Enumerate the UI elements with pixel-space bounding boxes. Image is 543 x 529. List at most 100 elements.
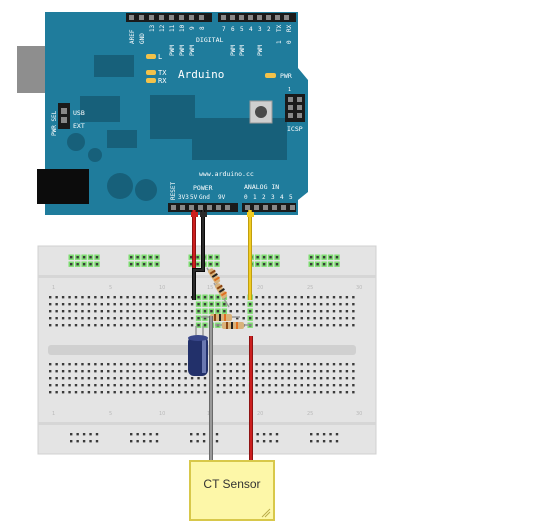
breadboard-hole bbox=[74, 377, 78, 380]
breadboard-hole bbox=[171, 324, 174, 327]
breadboard-hole bbox=[119, 296, 123, 299]
analog-pin-0: 0 bbox=[244, 194, 248, 201]
pin-label-4: 4 bbox=[249, 26, 253, 33]
breadboard-hole bbox=[307, 317, 310, 320]
breadboard-hole bbox=[275, 440, 279, 443]
breadboard-hole bbox=[313, 363, 316, 366]
breadboard-hole bbox=[255, 370, 258, 373]
power-header-label: POWER bbox=[193, 184, 213, 192]
breadboard-hole bbox=[74, 296, 78, 299]
breadboard-hole bbox=[319, 377, 323, 380]
electrolytic-capacitor[interactable] bbox=[188, 326, 208, 376]
breadboard-hole bbox=[68, 317, 71, 320]
breadboard-hole bbox=[49, 324, 52, 327]
board-region bbox=[80, 96, 120, 122]
breadboard-hole bbox=[94, 310, 97, 313]
analog-header[interactable] bbox=[242, 203, 296, 212]
breadboard-hole bbox=[76, 433, 79, 436]
breadboard-hole bbox=[326, 324, 329, 327]
breadboard-hole bbox=[94, 324, 97, 327]
breadboard-hole bbox=[223, 377, 226, 380]
breadboard-hole bbox=[269, 263, 272, 266]
breadboard-hole bbox=[262, 440, 266, 443]
breadboard-hole bbox=[329, 440, 332, 443]
resistor[interactable] bbox=[206, 267, 223, 293]
pin-label-8: 8 bbox=[199, 26, 206, 30]
breadboard-hole bbox=[119, 317, 123, 320]
digital-header-left[interactable] bbox=[126, 13, 212, 22]
breadboard-hole bbox=[310, 433, 313, 436]
breadboard-hole bbox=[319, 324, 323, 327]
breadboard-hole bbox=[294, 310, 297, 313]
breadboard-hole bbox=[281, 370, 284, 373]
breadboard-hole bbox=[184, 296, 187, 299]
breadboard-hole bbox=[139, 363, 142, 366]
breadboard-hole bbox=[345, 391, 349, 394]
breadboard-hole bbox=[223, 391, 226, 394]
breadboard-hole bbox=[255, 317, 258, 320]
icsp-pin-1-label: 1 bbox=[288, 87, 291, 93]
resistor[interactable] bbox=[201, 314, 240, 321]
breadboard-hole bbox=[139, 391, 142, 394]
breadboard-hole bbox=[274, 377, 278, 380]
digital-header-right[interactable] bbox=[218, 13, 296, 22]
breadboard-hole bbox=[197, 317, 200, 320]
pin-label-7: 7 bbox=[222, 26, 226, 33]
breadboard-hole bbox=[82, 433, 86, 436]
breadboard-hole bbox=[158, 303, 162, 306]
breadboard-hole bbox=[113, 310, 116, 313]
wire-black-gnd[interactable] bbox=[192, 210, 205, 300]
breadboard-hole bbox=[242, 303, 245, 306]
breadboard-hole bbox=[319, 384, 323, 387]
breadboard-hole bbox=[197, 310, 200, 313]
breadboard-hole bbox=[94, 391, 97, 394]
icsp-header[interactable] bbox=[285, 94, 305, 122]
breadboard-hole bbox=[190, 263, 193, 266]
breadboard-hole bbox=[352, 296, 355, 299]
breadboard-hole bbox=[61, 303, 65, 306]
ct-sensor[interactable]: CT Sensor bbox=[189, 460, 275, 521]
resistor[interactable] bbox=[213, 282, 230, 308]
breadboard-hole bbox=[269, 440, 272, 443]
breadboard-hole bbox=[95, 263, 99, 266]
breadboard-hole bbox=[209, 263, 212, 266]
breadboard-hole bbox=[155, 263, 159, 266]
breadboard-hole bbox=[119, 303, 123, 306]
breadboard-hole bbox=[61, 296, 65, 299]
breadboard-hole bbox=[223, 384, 226, 387]
breadboard-hole bbox=[274, 363, 278, 366]
breadboard-hole bbox=[313, 317, 316, 320]
breadboard-hole bbox=[316, 440, 319, 443]
breadboard-hole bbox=[210, 303, 213, 306]
breadboard-hole bbox=[307, 391, 310, 394]
breadboard-hole bbox=[229, 363, 232, 366]
breadboard-hole bbox=[223, 370, 226, 373]
breadboard-hole bbox=[76, 440, 79, 443]
breadboard-hole bbox=[89, 433, 92, 436]
breadboard-hole bbox=[87, 363, 91, 366]
breadboard-hole bbox=[87, 317, 91, 320]
pwr-sel-jumper[interactable] bbox=[58, 103, 70, 129]
breadboard-hole bbox=[274, 317, 278, 320]
breadboard-hole bbox=[255, 296, 258, 299]
breadboard-hole bbox=[145, 324, 149, 327]
breadboard-hole bbox=[100, 370, 103, 373]
breadboard-hole bbox=[55, 391, 58, 394]
breadboard-hole bbox=[158, 310, 162, 313]
breadboard-hole bbox=[262, 256, 266, 259]
breadboard-hole bbox=[274, 303, 278, 306]
resistor[interactable] bbox=[215, 322, 252, 329]
reset-button-cap[interactable] bbox=[255, 106, 267, 118]
breadboard-hole bbox=[300, 303, 303, 306]
breadboard-hole bbox=[300, 296, 303, 299]
breadboard-hole bbox=[178, 377, 181, 380]
breadboard-hole bbox=[165, 377, 168, 380]
breadboard-hole bbox=[281, 296, 284, 299]
breadboard-hole bbox=[316, 263, 319, 266]
breadboard-hole bbox=[82, 263, 86, 266]
brand-label: Arduino bbox=[178, 68, 224, 81]
power-header[interactable] bbox=[168, 203, 238, 212]
breadboard-hole bbox=[329, 256, 332, 259]
breadboard-hole bbox=[294, 324, 297, 327]
breadboard-hole bbox=[332, 310, 336, 313]
